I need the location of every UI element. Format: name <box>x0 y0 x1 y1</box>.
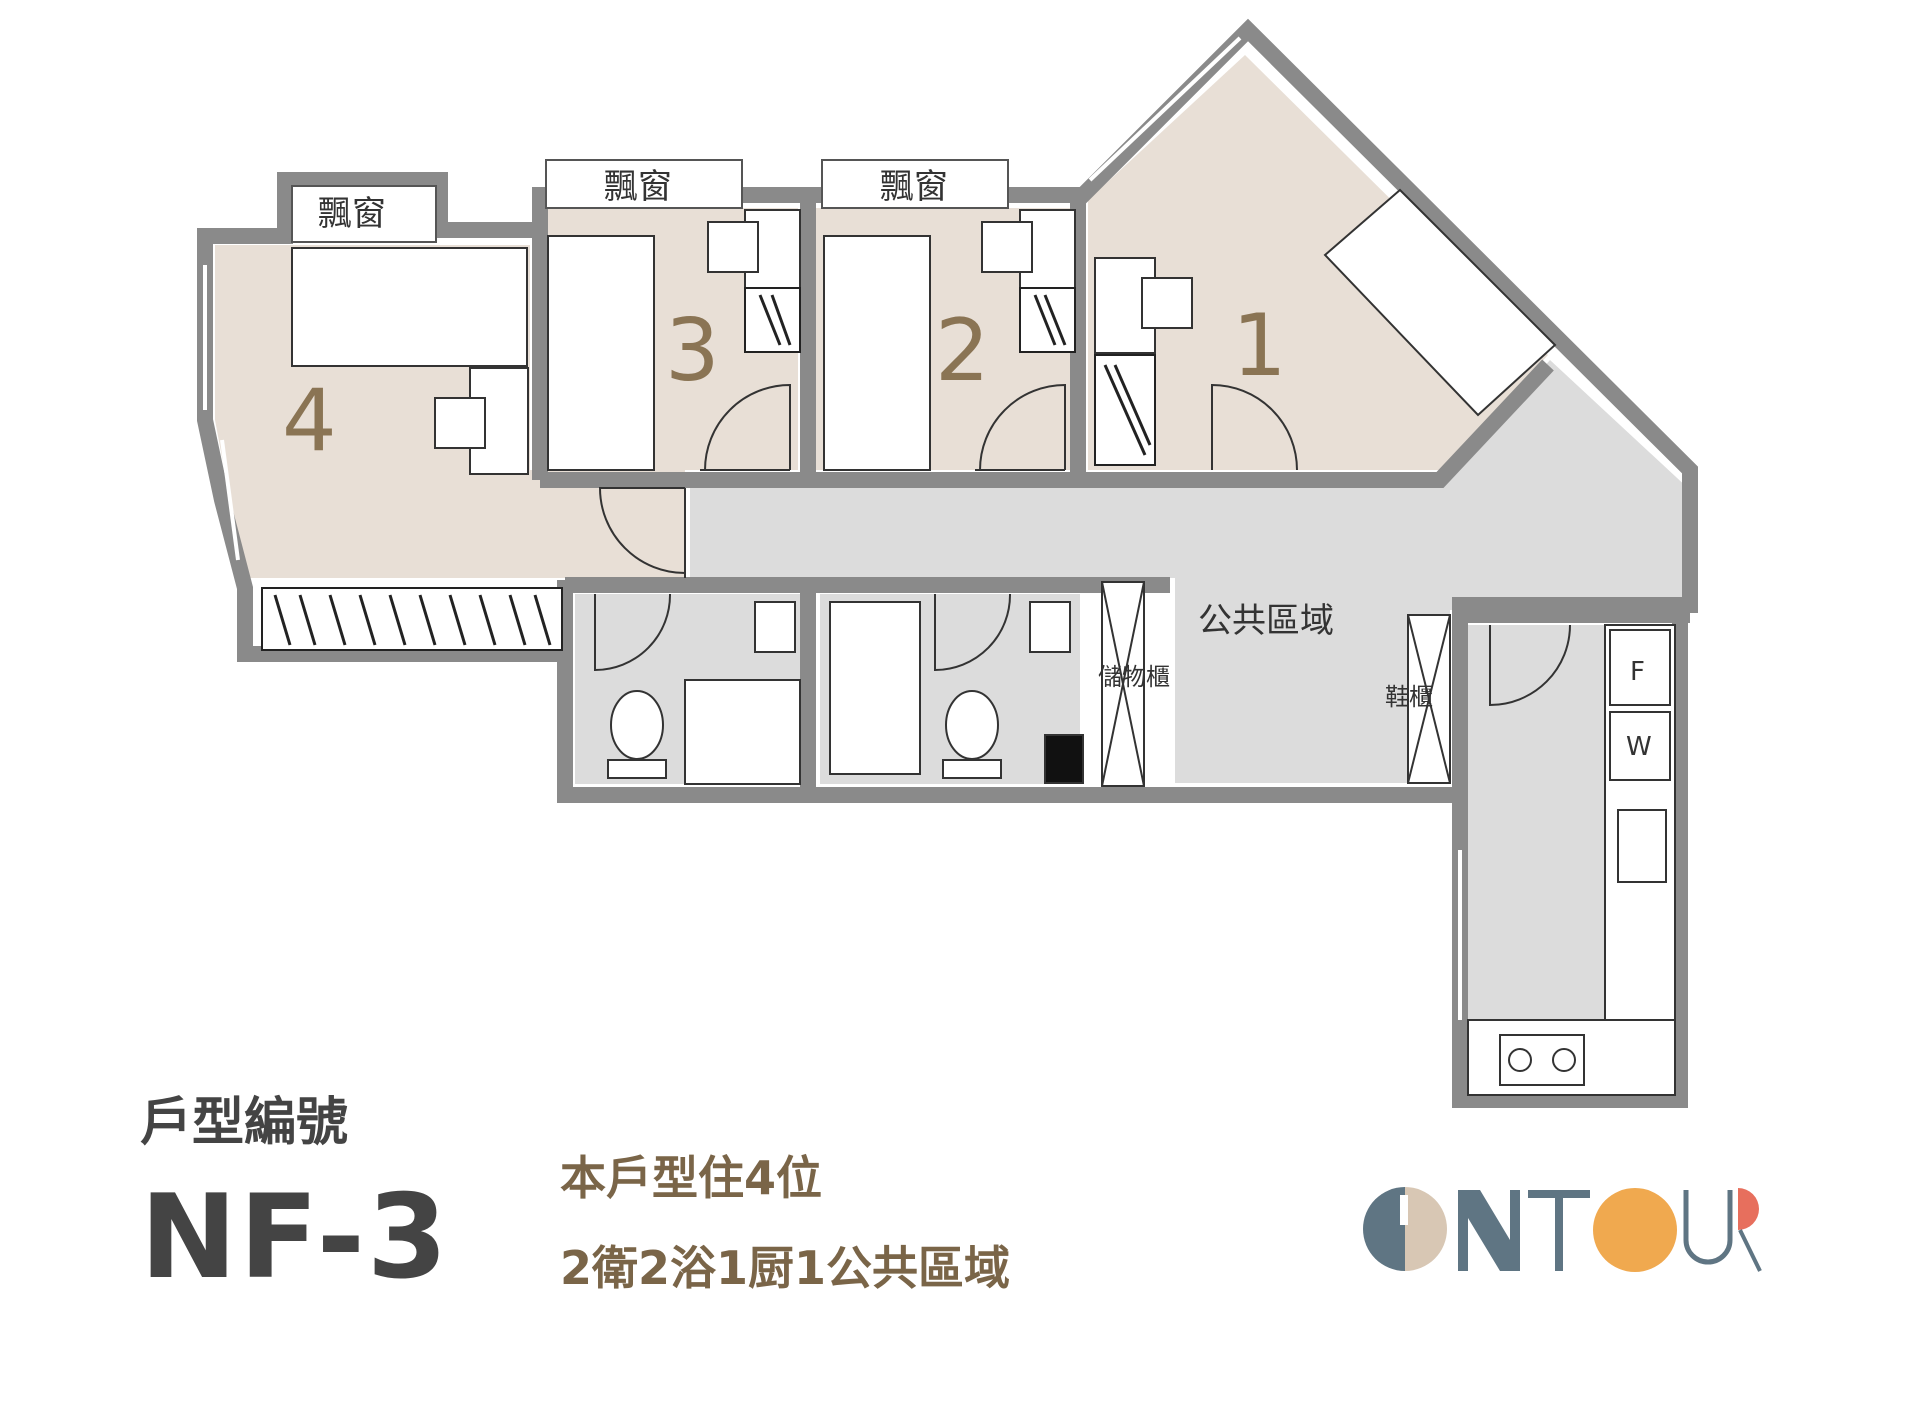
shoe-cabinet-label: 鞋櫃 <box>1385 683 1433 711</box>
room-summary-text: 2衛2浴1厨1公共區域 <box>560 1241 1011 1295</box>
chair-room-1 <box>1141 277 1193 329</box>
window-left-2 <box>220 439 240 561</box>
door-bath-a[interactable] <box>594 593 672 672</box>
fridge <box>1609 629 1671 706</box>
door-room-1[interactable] <box>1211 383 1298 471</box>
occupancy-text: 本戶型住4位 <box>560 1151 823 1205</box>
door-room-4[interactable] <box>598 487 686 578</box>
wall-room4-outer <box>197 172 565 662</box>
bay-window-4 <box>291 185 437 243</box>
toilet-b <box>945 690 999 760</box>
toilet-a-tank <box>607 759 667 779</box>
room-number-1: 1 <box>1232 296 1287 396</box>
kitchen-sink <box>1617 809 1667 883</box>
logo-r-leg <box>1738 1229 1762 1272</box>
kitchen-fixtures <box>1467 624 1676 1096</box>
logo-t <box>1528 1190 1590 1271</box>
bay-window-label-2: 飄窗 <box>880 167 948 207</box>
storage-cabinet-label: 儲物櫃 <box>1098 663 1170 691</box>
door-bath-b[interactable] <box>934 593 1012 672</box>
public-area-label: 公共區域 <box>1198 601 1334 641</box>
bay-window-label-3: 飄窗 <box>604 167 672 207</box>
washer-label: W <box>1626 732 1652 762</box>
toilet-b-tank <box>942 759 1002 779</box>
bay-window-label-4: 飄窗 <box>318 194 386 234</box>
trash-bin <box>1044 734 1084 784</box>
fridge-label: F <box>1630 657 1645 687</box>
logo-r <box>1738 1188 1759 1271</box>
door-room-3[interactable] <box>700 383 791 471</box>
ontour-logo <box>1363 1187 1762 1272</box>
sink-b <box>1029 601 1071 653</box>
windows <box>203 36 1462 1020</box>
room-number-4: 4 <box>282 371 337 471</box>
wall-corridor <box>540 359 1554 488</box>
unit-code: NF-3 <box>140 1170 450 1305</box>
chair-room-4 <box>434 397 486 449</box>
bathroom-fixtures <box>607 601 1084 785</box>
bathtub-b <box>829 601 921 775</box>
logo-o-beige-half <box>1405 1187 1447 1271</box>
toilet-a <box>610 690 664 760</box>
burner-left <box>1508 1048 1532 1072</box>
chair-room-3 <box>707 221 759 273</box>
logo-o-beige <box>1363 1187 1405 1271</box>
walls <box>197 18 1698 1108</box>
beds <box>291 188 1557 471</box>
chair-room-2 <box>981 221 1033 273</box>
room-number-3: 3 <box>665 301 720 401</box>
bed-room-2 <box>823 235 931 471</box>
cabinets <box>1101 581 1451 787</box>
washer <box>1609 711 1671 781</box>
doors <box>594 383 1571 707</box>
door-room-2[interactable] <box>975 383 1066 471</box>
logo-o-orange <box>1593 1188 1677 1272</box>
logo-n <box>1458 1190 1520 1271</box>
bed-room-4 <box>291 247 528 367</box>
bay-window-2 <box>821 159 1009 209</box>
wall-baths <box>557 580 1170 803</box>
wall-room1 <box>1070 18 1698 1108</box>
door-kitchen[interactable] <box>1489 624 1571 707</box>
bay-windows <box>291 159 1009 243</box>
bay-window-3 <box>545 159 743 209</box>
shower-a <box>684 679 801 785</box>
type-label: 戶型編號 <box>140 1093 349 1153</box>
logo-o-gap <box>1400 1195 1408 1225</box>
room-number-2: 2 <box>935 301 990 401</box>
desks <box>434 209 1193 475</box>
bed-room-1 <box>1323 188 1557 417</box>
window-room1 <box>1088 36 1242 182</box>
bed-room-3 <box>547 235 655 471</box>
sink-a <box>754 601 796 653</box>
burner-right <box>1552 1048 1576 1072</box>
hangers <box>273 294 1152 646</box>
logo-u <box>1683 1190 1733 1265</box>
